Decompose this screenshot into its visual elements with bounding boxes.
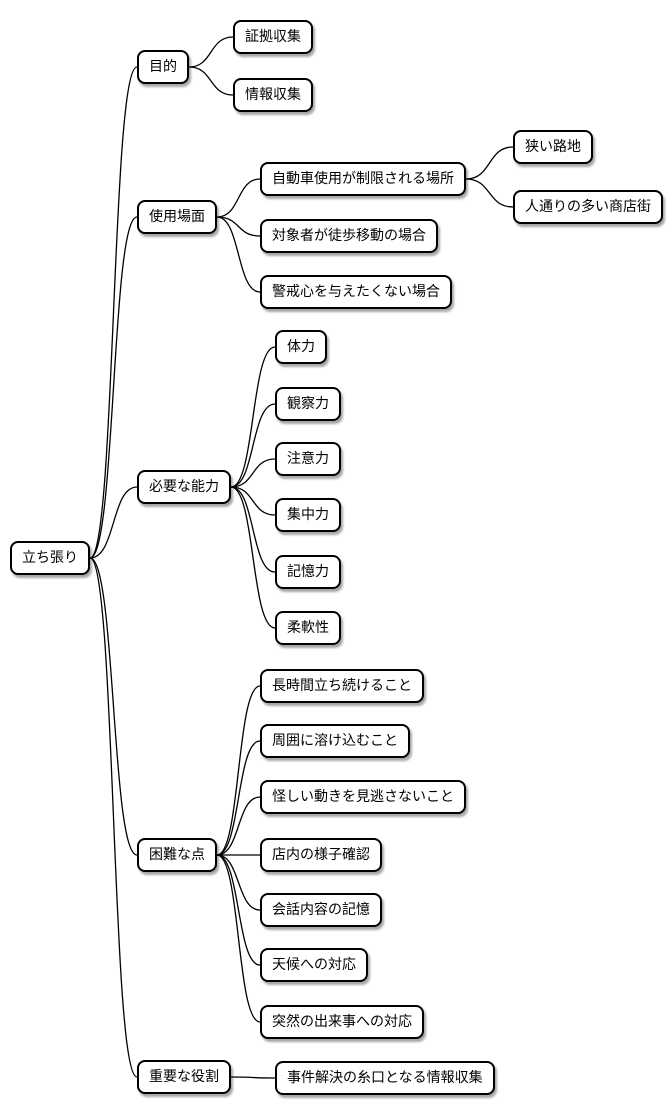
node-concentration[interactable]: 集中力 xyxy=(275,498,341,532)
edge-connector xyxy=(230,403,276,488)
edge-connector xyxy=(230,346,276,488)
edge-connector xyxy=(216,854,261,1023)
node-important-role[interactable]: 重要な役割 xyxy=(137,1060,231,1094)
edge-connector xyxy=(465,146,514,180)
root-node[interactable]: 立ち張り xyxy=(10,541,90,575)
node-narrow-alley[interactable]: 狭い路地 xyxy=(513,130,593,164)
edge-connector xyxy=(230,486,276,516)
node-attention[interactable]: 注意力 xyxy=(275,442,341,476)
edge-connector xyxy=(216,685,261,856)
edge-connector xyxy=(230,458,276,488)
node-checking-inside-store[interactable]: 店内の様子確認 xyxy=(260,838,382,872)
node-target-on-foot[interactable]: 対象者が徒歩移動の場合 xyxy=(260,219,438,253)
edge-connector xyxy=(188,66,234,96)
edge-connector xyxy=(216,216,261,237)
node-avoid-alerting[interactable]: 警戒心を与えたくない場合 xyxy=(260,275,452,309)
edge-connector xyxy=(188,36,234,68)
node-remembering-conversations[interactable]: 会話内容の記憶 xyxy=(260,893,382,927)
edge-connector xyxy=(216,178,261,218)
node-information-gathering[interactable]: 情報収集 xyxy=(233,78,313,112)
node-blending-in[interactable]: 周囲に溶け込むこと xyxy=(260,724,410,758)
edge-connector xyxy=(230,1076,276,1079)
node-difficulties[interactable]: 困難な点 xyxy=(137,838,217,872)
edge-connector xyxy=(216,216,261,293)
node-not-missing-suspicious-movement[interactable]: 怪しい動きを見逃さないこと xyxy=(260,780,466,814)
node-car-restricted-places[interactable]: 自動車使用が制限される場所 xyxy=(260,162,466,196)
node-evidence-collection[interactable]: 証拠収集 xyxy=(233,20,313,54)
node-standing-long-hours[interactable]: 長時間立ち続けること xyxy=(260,669,424,703)
edge-connector xyxy=(216,854,261,911)
node-stamina[interactable]: 体力 xyxy=(275,330,327,364)
edge-connector xyxy=(89,216,138,559)
node-observation[interactable]: 観察力 xyxy=(275,387,341,421)
node-responding-to-sudden-events[interactable]: 突然の出来事への対応 xyxy=(260,1005,424,1039)
edge-connector xyxy=(216,796,261,856)
node-clue-information-gathering[interactable]: 事件解決の糸口となる情報収集 xyxy=(275,1061,495,1095)
edge-connector xyxy=(230,486,276,573)
node-flexibility[interactable]: 柔軟性 xyxy=(275,611,341,645)
edge-connector xyxy=(89,486,138,559)
node-required-abilities[interactable]: 必要な能力 xyxy=(137,470,231,504)
node-memory[interactable]: 記憶力 xyxy=(275,555,341,589)
node-dealing-with-weather[interactable]: 天候への対応 xyxy=(260,948,368,982)
node-usage-scenes[interactable]: 使用場面 xyxy=(137,200,217,234)
edge-connector xyxy=(89,557,138,856)
edge-connector xyxy=(216,854,261,966)
edge-connector xyxy=(465,178,514,208)
edge-connector xyxy=(216,740,261,856)
node-busy-shopping-street[interactable]: 人通りの多い商店街 xyxy=(513,190,663,224)
node-purpose[interactable]: 目的 xyxy=(137,50,189,84)
edge-connector xyxy=(89,557,138,1078)
edge-connector xyxy=(89,66,138,559)
edge-connector xyxy=(230,486,276,629)
